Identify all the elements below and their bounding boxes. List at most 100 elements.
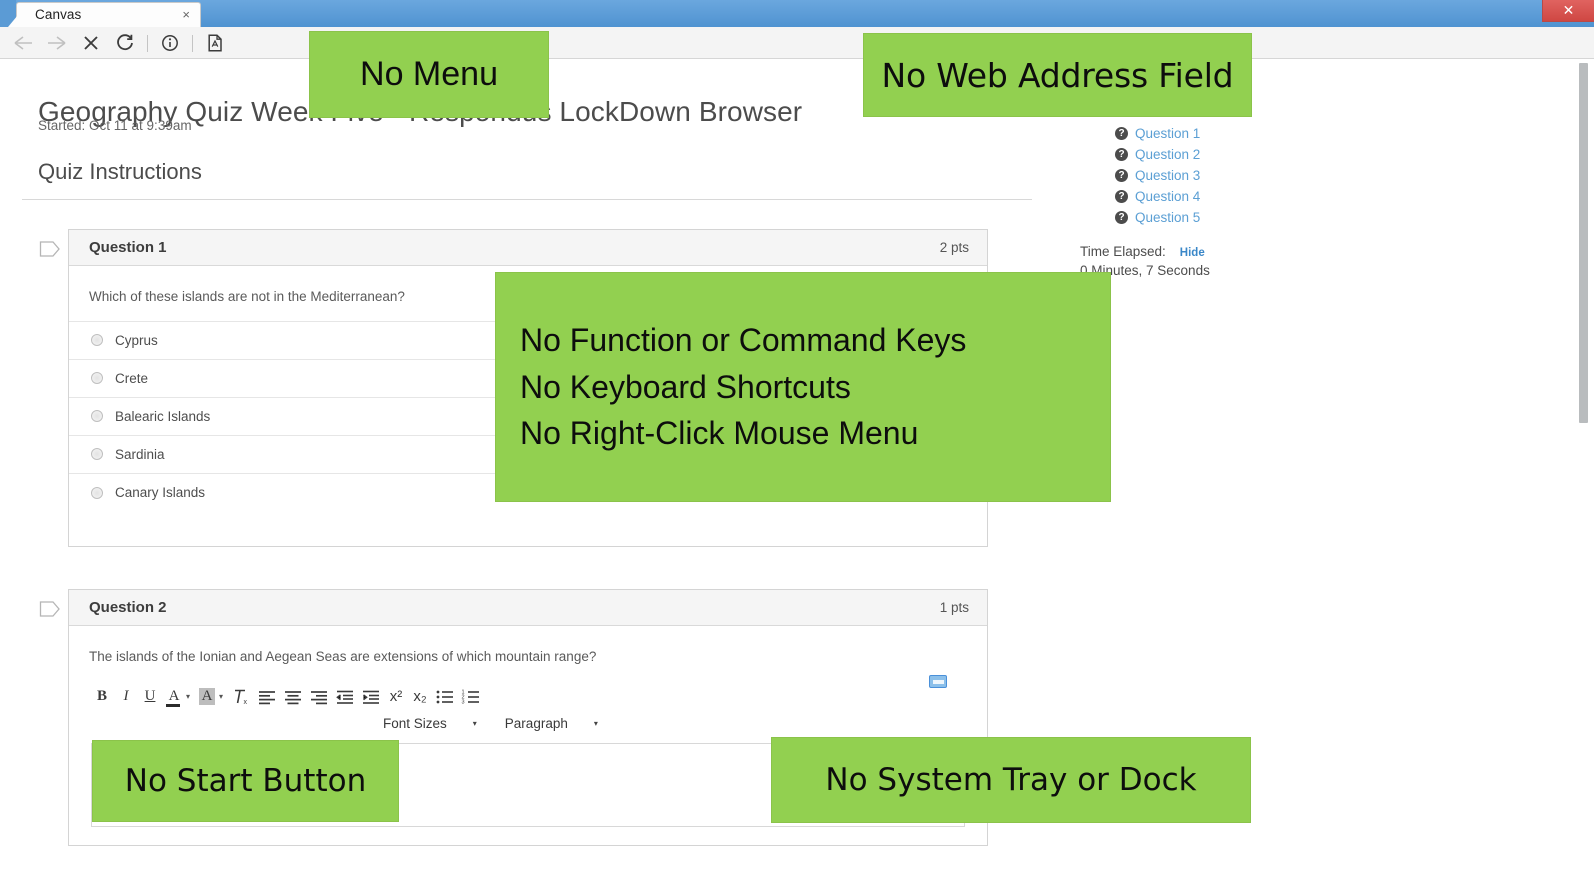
- page-scrollbar[interactable]: [1572, 59, 1594, 896]
- question-mark-icon: ?: [1115, 190, 1128, 203]
- question-mark-icon: ?: [1115, 127, 1128, 140]
- arrow-left-icon: [14, 36, 32, 50]
- bookmark-flag-icon: [39, 241, 60, 257]
- svg-text:x: x: [244, 699, 248, 706]
- divider: [22, 199, 1032, 200]
- back-button[interactable]: [8, 29, 38, 57]
- sidebar-item-question-1[interactable]: ? Question 1: [1115, 123, 1305, 144]
- callout-no-web-address-field: No Web Address Field: [863, 33, 1252, 117]
- align-left-button[interactable]: [255, 685, 279, 709]
- numbered-list-icon: 123: [462, 690, 480, 705]
- answer-option[interactable]: Canary Islands: [69, 474, 987, 512]
- text-color-button[interactable]: A: [163, 685, 185, 709]
- svg-text:1: 1: [462, 690, 465, 696]
- stop-button[interactable]: [76, 29, 106, 57]
- answer-label: Cyprus: [115, 332, 158, 348]
- paragraph-label: Paragraph: [504, 716, 568, 732]
- callout-no-system-tray: No System Tray or Dock: [771, 737, 1251, 823]
- align-right-button[interactable]: [307, 685, 331, 709]
- highlight-a-glyph: A: [198, 688, 216, 706]
- sidebar-item-question-2[interactable]: ? Question 2: [1115, 144, 1305, 165]
- sidebar-link-label[interactable]: Question 5: [1135, 210, 1201, 225]
- question-1-footer-spacer: [69, 512, 987, 546]
- outdent-icon: [336, 690, 354, 704]
- text-color-chevron-down-icon[interactable]: ▾: [186, 692, 191, 702]
- callout-no-menu-text: No Menu: [360, 55, 498, 93]
- time-elapsed-hide-link[interactable]: Hide: [1179, 247, 1205, 259]
- flag-question-1-icon[interactable]: [39, 240, 61, 258]
- callout-no-keys-line-3: No Right-Click Mouse Menu: [520, 415, 919, 452]
- subscript-button[interactable]: x₂: [413, 688, 427, 706]
- sidebar-item-question-4[interactable]: ? Question 4: [1115, 186, 1305, 207]
- sidebar-link-label[interactable]: Question 3: [1135, 168, 1201, 183]
- radio-button-icon[interactable]: [91, 410, 103, 423]
- question-mark-icon: ?: [1115, 148, 1128, 161]
- tab-label: Canvas: [35, 7, 82, 22]
- rte-toolbar-row-1: B I U A ▾ A ▾ x: [91, 681, 965, 711]
- navigation-buttons: [8, 27, 230, 59]
- sidebar-link-label[interactable]: Question 2: [1135, 147, 1201, 162]
- radio-button-icon[interactable]: [91, 486, 103, 499]
- italic-button[interactable]: I: [123, 688, 129, 705]
- bookmark-flag-icon: [39, 601, 60, 617]
- highlight-color-chevron-down-icon[interactable]: ▾: [219, 692, 224, 702]
- paragraph-select[interactable]: Paragraph ▾: [505, 716, 598, 731]
- callout-no-keys-text: No Function or Command Keys No Keyboard …: [520, 317, 1110, 456]
- flag-question-2-icon[interactable]: [39, 600, 61, 618]
- question-mark-icon: ?: [1115, 211, 1128, 224]
- clear-formatting-button[interactable]: x: [229, 685, 253, 709]
- outdent-button[interactable]: [333, 685, 357, 709]
- tab-close-icon[interactable]: ×: [182, 7, 190, 22]
- callout-no-keys-line-2: No Keyboard Shortcuts: [520, 368, 851, 405]
- bullet-list-button[interactable]: [433, 685, 457, 709]
- document-icon: [208, 34, 222, 52]
- bullet-list-icon: [436, 690, 454, 704]
- paragraph-chevron-down-icon: ▾: [593, 719, 598, 729]
- question-1-points: 2 pts: [939, 240, 969, 255]
- question-2-text: The islands of the Ionian and Aegean Sea…: [89, 649, 597, 664]
- forward-button[interactable]: [42, 29, 72, 57]
- superscript-button[interactable]: x²: [389, 688, 403, 706]
- page-scrollbar-thumb[interactable]: [1579, 63, 1588, 423]
- svg-text:3: 3: [462, 700, 465, 705]
- callout-no-keys: No Function or Command Keys No Keyboard …: [495, 272, 1111, 502]
- underline-button[interactable]: U: [144, 688, 156, 705]
- sidebar-item-question-3[interactable]: ? Question 3: [1115, 165, 1305, 186]
- close-icon: ✕: [1562, 2, 1575, 18]
- radio-button-icon[interactable]: [91, 334, 103, 347]
- align-left-icon: [259, 691, 276, 705]
- question-mark-icon: ?: [1115, 169, 1128, 182]
- info-button[interactable]: [155, 29, 185, 57]
- answer-label: Sardinia: [115, 446, 165, 462]
- title-bar: Canvas × ✕: [0, 0, 1594, 27]
- quiz-sidebar: Questions ? Question 1 ? Question 2 ? Qu…: [1075, 99, 1305, 278]
- question-2-name: Question 2: [89, 599, 167, 616]
- callout-no-start-button: No Start Button: [92, 740, 399, 822]
- time-elapsed-label: Time Elapsed:: [1080, 244, 1166, 259]
- equation-editor-keyboard-icon[interactable]: [929, 674, 947, 688]
- print-page-button[interactable]: [200, 29, 230, 57]
- font-sizes-label: Font Sizes: [383, 716, 447, 732]
- toolbar-separator-2: [192, 34, 193, 52]
- radio-button-icon[interactable]: [91, 372, 103, 385]
- bold-button[interactable]: B: [96, 688, 107, 705]
- window-close-button[interactable]: ✕: [1542, 0, 1594, 22]
- sidebar-link-label[interactable]: Question 1: [1135, 126, 1201, 141]
- question-1-text: Which of these islands are not in the Me…: [89, 289, 405, 304]
- align-center-button[interactable]: [281, 685, 305, 709]
- browser-tab-canvas[interactable]: Canvas ×: [16, 2, 201, 27]
- time-elapsed-row: Time Elapsed: Hide: [1080, 244, 1305, 259]
- font-sizes-select[interactable]: Font Sizes ▾: [383, 716, 477, 731]
- sidebar-item-question-5[interactable]: ? Question 5: [1115, 207, 1305, 228]
- radio-button-icon[interactable]: [91, 448, 103, 461]
- highlight-color-button[interactable]: A: [196, 685, 218, 709]
- clear-format-icon: x: [235, 689, 248, 706]
- title-bar-left-edge: [0, 0, 16, 27]
- rte-toolbar-row-2: Font Sizes ▾ Paragraph ▾: [91, 711, 965, 737]
- quiz-instructions-heading: Quiz Instructions: [38, 159, 202, 185]
- reload-button[interactable]: [110, 29, 140, 57]
- indent-button[interactable]: [359, 685, 383, 709]
- sidebar-link-label[interactable]: Question 4: [1135, 189, 1201, 204]
- arrow-right-icon: [48, 36, 66, 50]
